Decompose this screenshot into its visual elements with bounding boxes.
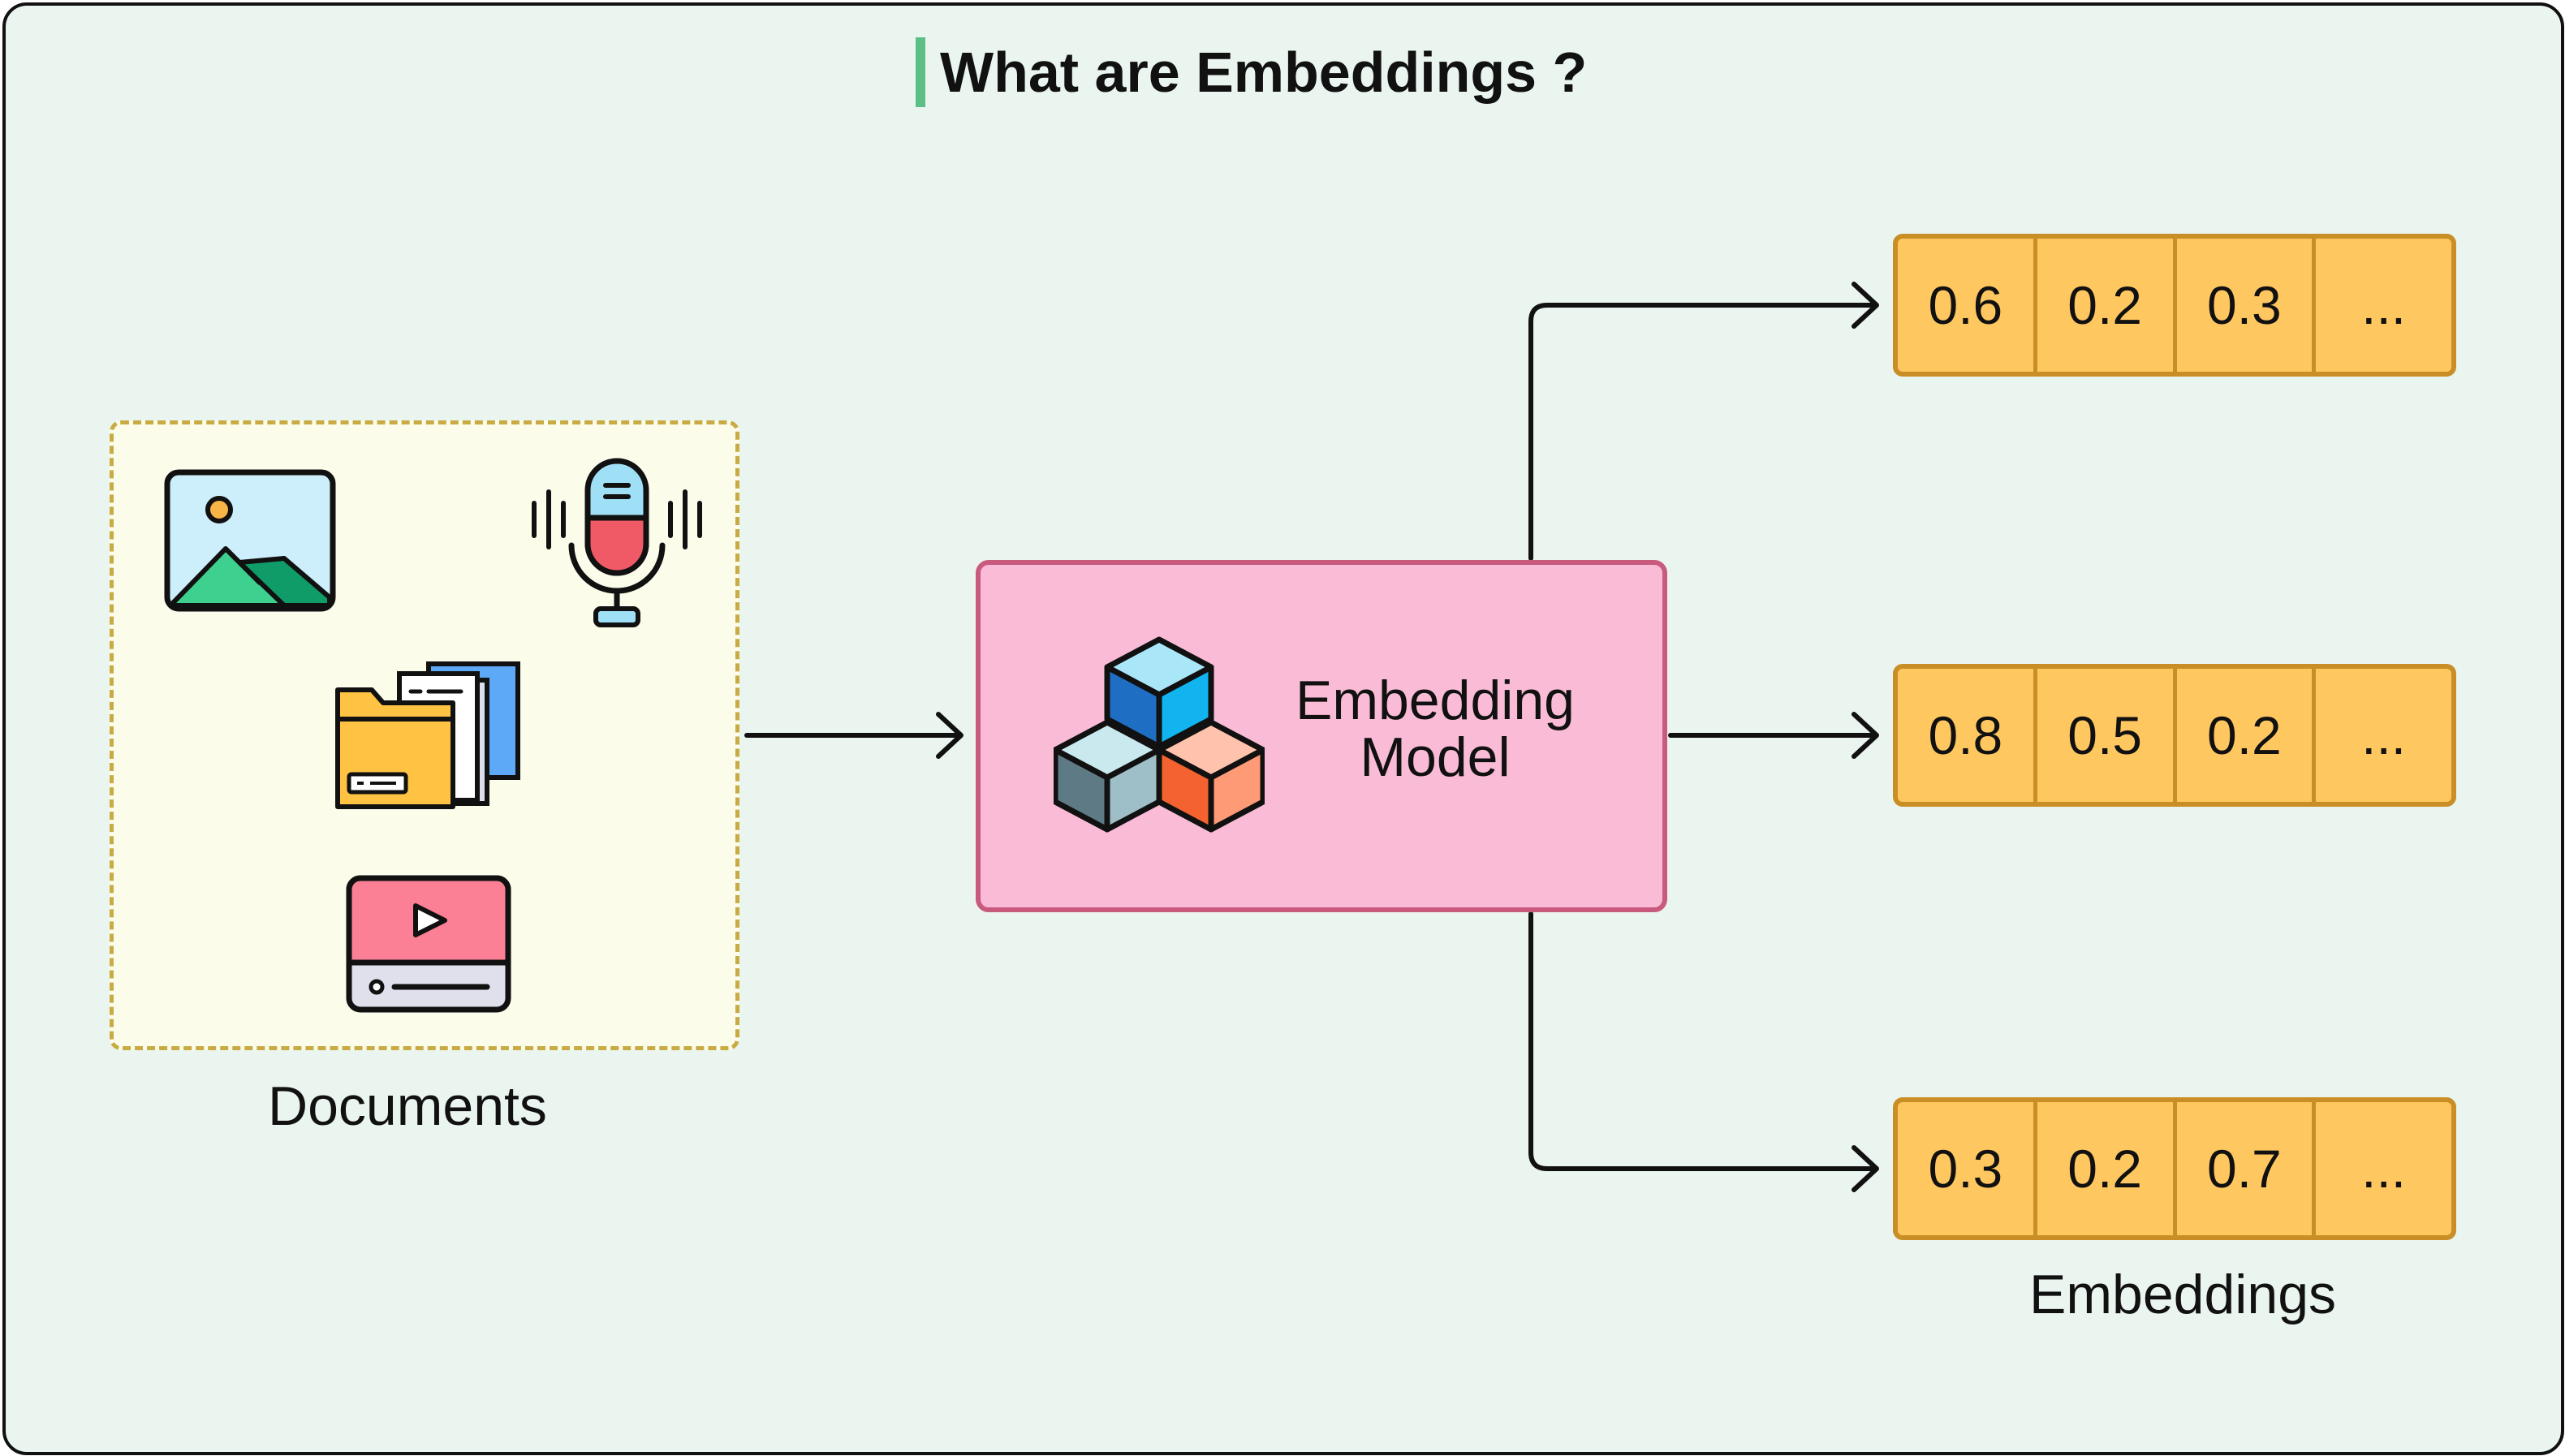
embedding-model-label: Embedding Model [1273,672,1597,786]
documents-label: Documents [268,1075,547,1137]
model-label-line1: Embedding [1295,670,1576,731]
model-to-vector-3-arrowhead [1852,1145,1879,1192]
documents-to-model-arrowhead [936,712,963,759]
model-label-line2: Model [1360,726,1511,788]
vector-cell: 0.7 [2177,1102,2317,1235]
vector-cell: 0.8 [1898,669,2037,802]
embedding-vector-2: 0.8 0.5 0.2 ... [1893,664,2456,807]
vector-cell: 0.2 [2177,669,2317,802]
embeddings-label: Embeddings [2029,1264,2337,1325]
model-to-vector-1-arrowhead [1852,282,1879,329]
vector-cell: 0.2 [2037,239,2177,372]
video-icon [346,875,511,1013]
title-block: What are Embeddings ? [916,37,1587,107]
microphone-icon [532,458,702,627]
vector-cell: 0.6 [1898,239,2037,372]
vector-cell: ... [2361,705,2407,765]
model-to-vector-1-arrow [1063,305,1547,558]
vector-cell: 0.5 [2037,669,2177,802]
vector-cell: 0.3 [1898,1102,2037,1235]
cubes-icon [1054,636,1265,833]
embedding-vector-3: 0.3 0.2 0.7 ... [1893,1097,2456,1240]
vector-cell: ... [2361,1139,2407,1199]
embedding-vector-1: 0.6 0.2 0.3 ... [1893,234,2456,377]
vector-cell: ... [2361,275,2407,335]
folder-icon [335,661,520,809]
model-to-vector-1-connector [1528,303,1877,561]
model-to-vector-2-arrowhead [1852,712,1879,759]
title-accent-bar [916,37,925,107]
vector-cell: 0.3 [2177,239,2317,372]
vector-cell: 0.2 [2037,1102,2177,1235]
model-to-vector-3-connector [1528,911,1877,1171]
page-title: What are Embeddings ? [940,41,1588,104]
image-icon [164,469,336,612]
